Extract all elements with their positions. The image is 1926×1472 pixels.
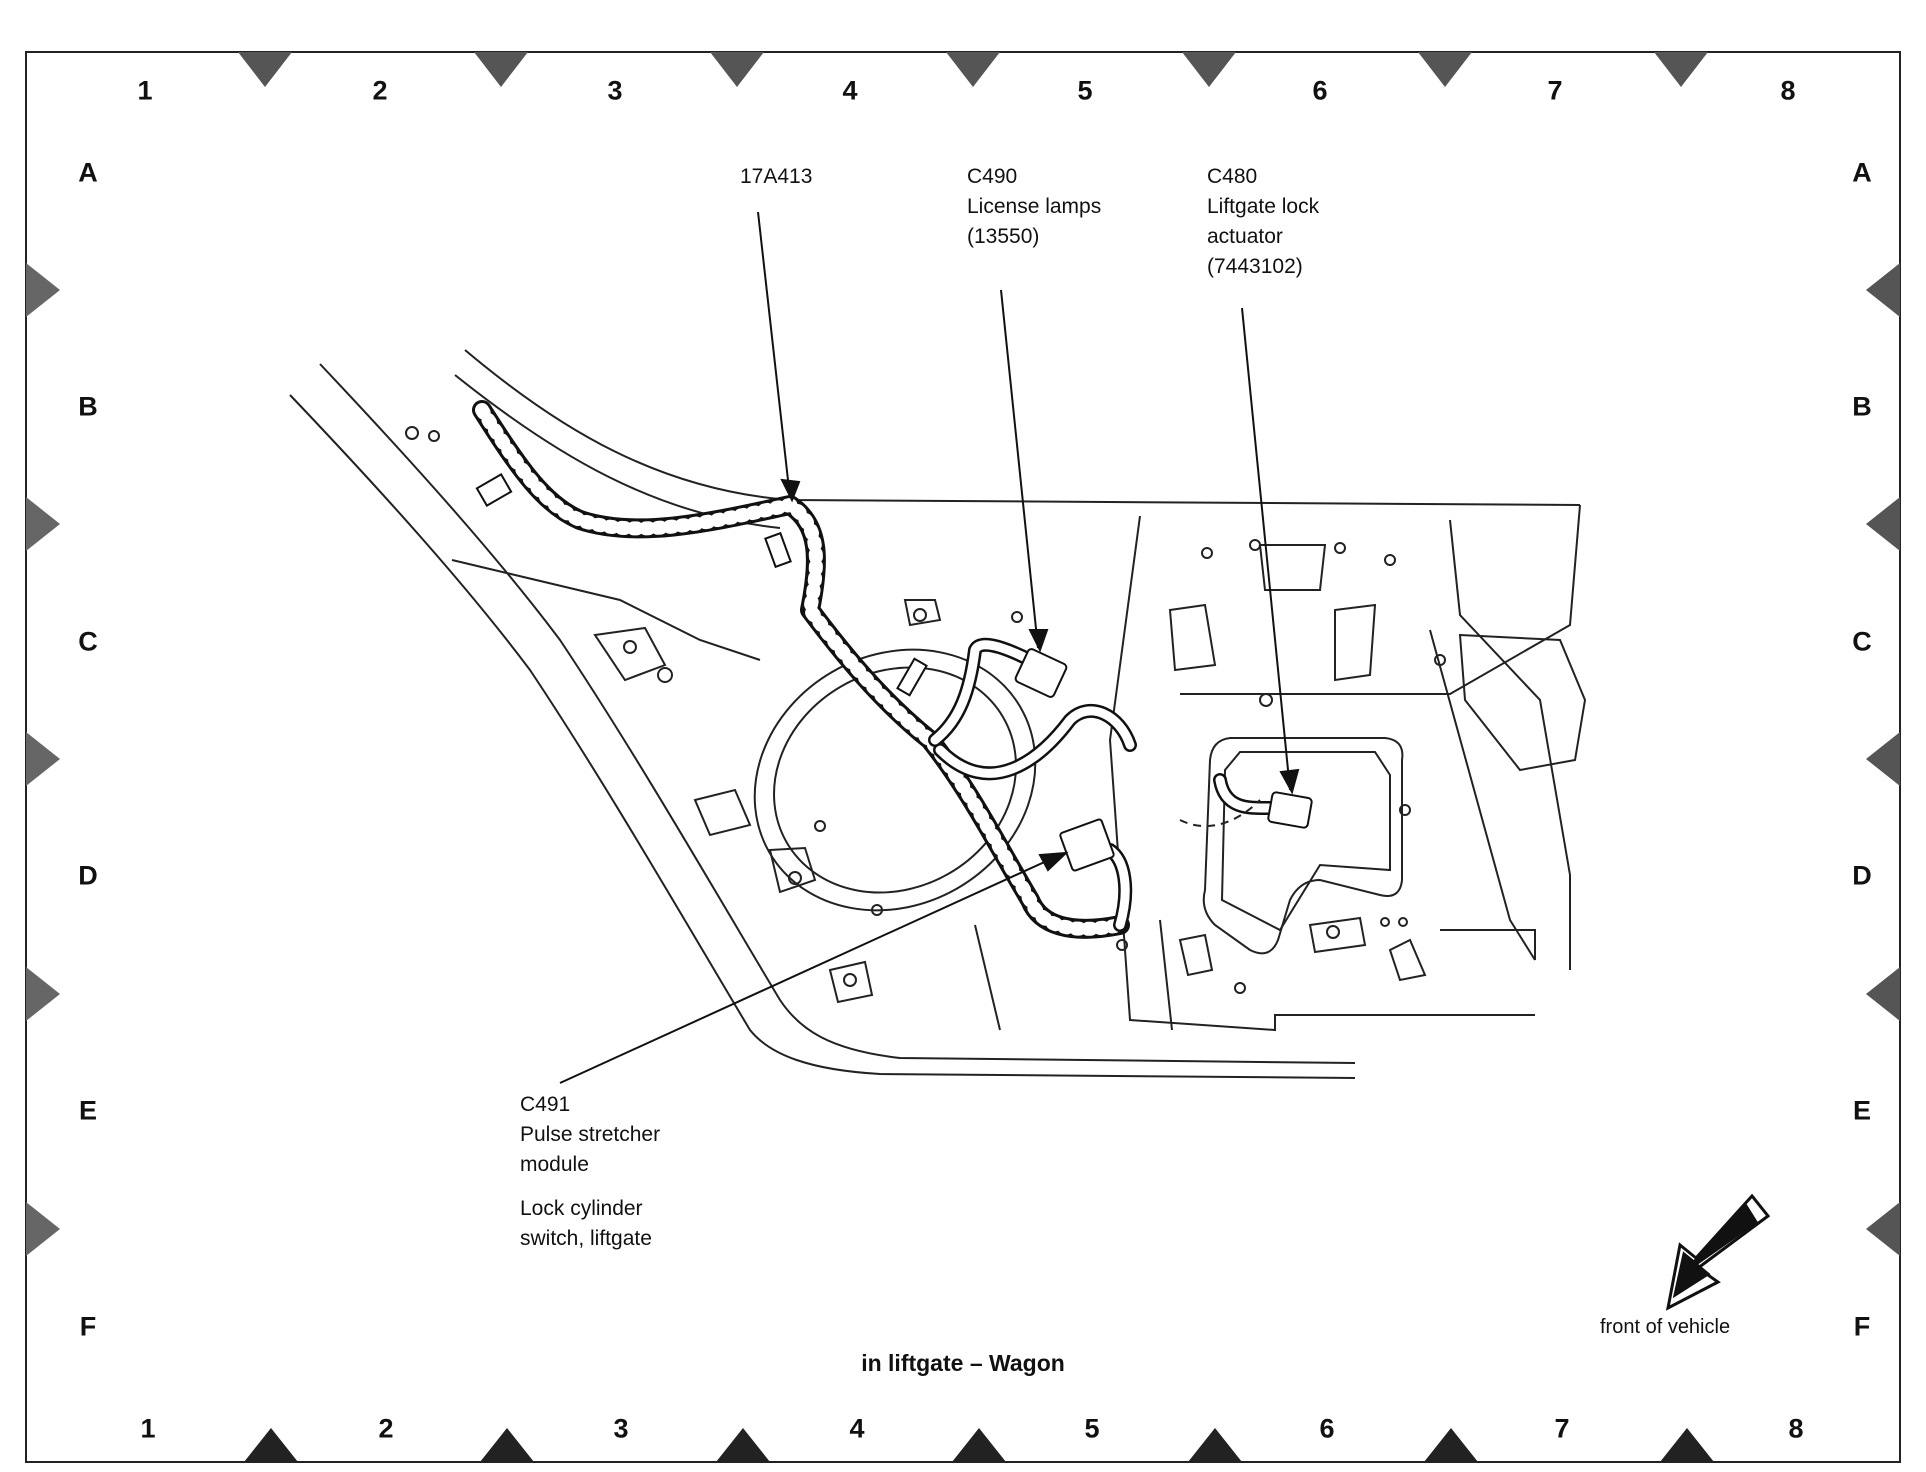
grid-col-bottom-8: 8	[1788, 1413, 1804, 1444]
callout-c491-line-3: module	[520, 1153, 589, 1176]
callout-harness-line-1: 17A413	[740, 165, 813, 188]
grid-col-top-2: 2	[372, 75, 388, 106]
diagram-caption: in liftgate – Wagon	[861, 1350, 1065, 1376]
grid-col-bottom-2: 2	[378, 1413, 394, 1444]
callout-c491-extra-line-2: switch, liftgate	[520, 1227, 652, 1250]
grid-col-top-5: 5	[1077, 75, 1093, 106]
grid-col-bottom-4: 4	[849, 1413, 865, 1444]
grid-row-right-b: B	[1852, 391, 1872, 422]
callout-c491-spacer	[520, 1180, 660, 1194]
dashed-lock-rod	[1179, 799, 1261, 828]
grid-row-left-e: E	[78, 1095, 98, 1126]
callout-c480-line-3: actuator	[1207, 225, 1283, 248]
grid-col-top-7: 7	[1547, 75, 1563, 106]
grid-row-right-c: C	[1852, 626, 1872, 657]
grid-row-right-d: D	[1852, 860, 1872, 891]
grid-col-top-8: 8	[1780, 75, 1796, 106]
callout-c490: C490 License lamps (13550)	[967, 162, 1101, 252]
grid-row-left-d: D	[78, 860, 98, 891]
front-of-vehicle-label: front of vehicle	[1600, 1316, 1731, 1338]
grid-row-right-e: E	[1852, 1095, 1872, 1126]
callout-harness-17a413: 17A413	[740, 162, 812, 192]
grid-row-left-f: F	[79, 1311, 97, 1342]
grid-row-right-f: F	[1853, 1311, 1871, 1342]
grid-row-left-c: C	[78, 626, 98, 657]
callout-c490-line-1: C490	[967, 165, 1018, 188]
grid-col-bottom-1: 1	[140, 1413, 156, 1444]
grid-col-top-3: 3	[607, 75, 623, 106]
front-of-vehicle-arrow-icon	[1665, 1193, 1771, 1311]
grid-col-bottom-3: 3	[613, 1413, 629, 1444]
grid-col-bottom-5: 5	[1084, 1413, 1100, 1444]
grid-row-left-b: B	[78, 391, 98, 422]
callout-c490-line-3: (13550)	[967, 225, 1040, 248]
liftgate-panel	[289, 349, 1587, 1079]
zone-markers-top	[238, 52, 1708, 87]
grid-col-bottom-7: 7	[1554, 1413, 1570, 1444]
grid-col-top-1: 1	[137, 75, 153, 106]
grid-row-left-a: A	[78, 157, 98, 188]
diagram-border	[25, 51, 1901, 1463]
callout-c491-line-2: Pulse stretcher	[520, 1123, 661, 1146]
connectors	[475, 472, 1313, 872]
callout-c491-line-1: C491	[520, 1093, 571, 1116]
callout-c491-extra-line-1: Lock cylinder	[520, 1197, 643, 1220]
callout-c490-line-2: License lamps	[967, 195, 1102, 218]
panel-holes	[405, 426, 1446, 994]
zone-markers-left	[26, 263, 60, 1256]
grid-col-bottom-6: 6	[1319, 1413, 1335, 1444]
callout-c480-line-2: Liftgate lock	[1207, 195, 1320, 218]
callout-c480-line-4: (7443102)	[1207, 255, 1303, 278]
grid-col-top-6: 6	[1312, 75, 1328, 106]
callout-c491: C491 Pulse stretcher module Lock cylinde…	[520, 1090, 660, 1254]
leader-lines	[559, 211, 1300, 1084]
grid-col-top-4: 4	[842, 75, 858, 106]
wiring-harness-17a413	[472, 400, 1277, 939]
zone-markers-bottom	[244, 1428, 1714, 1462]
callout-c480-line-1: C480	[1207, 165, 1258, 188]
zone-markers-right	[1866, 263, 1900, 1256]
callout-c480: C480 Liftgate lock actuator (7443102)	[1207, 162, 1319, 282]
grid-row-right-a: A	[1852, 157, 1872, 188]
